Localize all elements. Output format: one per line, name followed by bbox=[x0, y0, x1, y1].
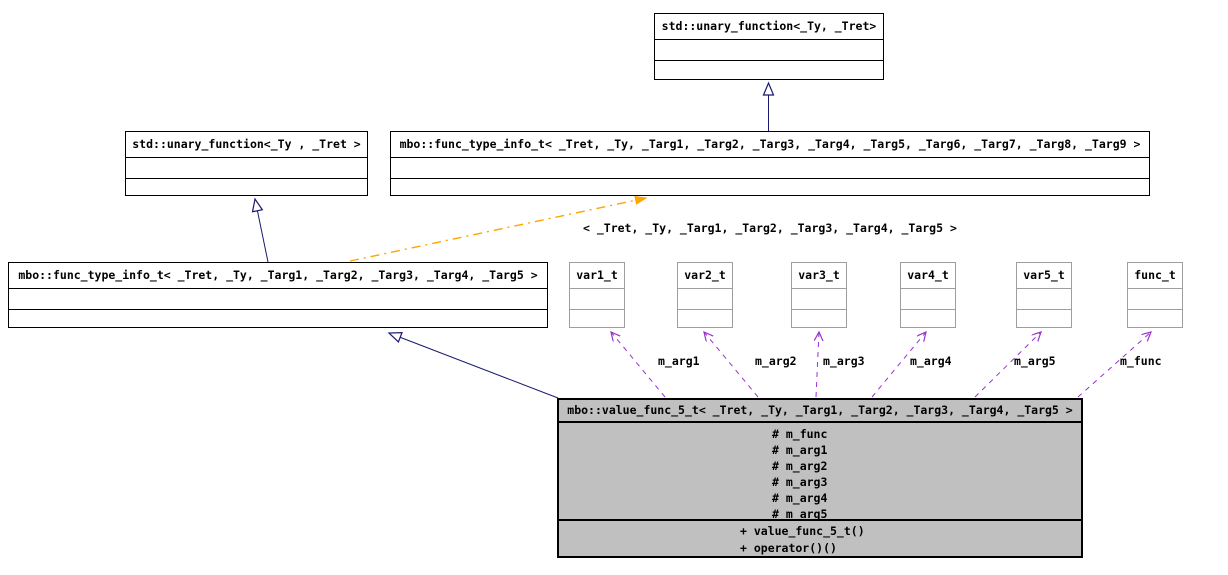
class-node-std-unary-function-left[interactable]: std::unary_function<_Ty , _Tret > bbox=[125, 131, 368, 196]
class-node-var3-t[interactable]: var3_t bbox=[791, 262, 847, 328]
class-node-var2-t[interactable]: var2_t bbox=[677, 262, 733, 328]
attributes-compartment: # m_func # m_arg1 # m_arg2 # m_arg3 # m_… bbox=[559, 423, 1081, 521]
attribute-m-arg1: # m_arg1 bbox=[772, 443, 828, 457]
class-title: var5_t bbox=[1017, 263, 1071, 289]
attributes-compartment bbox=[9, 289, 547, 310]
class-node-var5-t[interactable]: var5_t bbox=[1016, 262, 1072, 328]
usage-edge-label-m-arg1: m_arg1 bbox=[658, 354, 700, 368]
attributes-compartment bbox=[1017, 289, 1071, 310]
usage-edge-label-m-func: m_func bbox=[1120, 354, 1162, 368]
class-title: var3_t bbox=[792, 263, 846, 289]
attributes-compartment bbox=[570, 289, 624, 310]
attributes-compartment bbox=[1128, 289, 1182, 310]
attributes-compartment bbox=[901, 289, 955, 310]
usage-edge-m-func bbox=[1077, 332, 1151, 398]
attribute-m-arg4: # m_arg4 bbox=[772, 491, 828, 505]
usage-edge-label-m-arg4: m_arg4 bbox=[910, 354, 952, 368]
attributes-compartment bbox=[391, 158, 1149, 179]
method-constructor: + value_func_5_t() bbox=[740, 524, 865, 538]
usage-edge-m-arg3 bbox=[816, 332, 819, 398]
usage-edge-m-arg1 bbox=[611, 332, 666, 398]
class-node-func-t[interactable]: func_t bbox=[1127, 262, 1183, 328]
class-node-func-type-info-t-7[interactable]: mbo::func_type_info_t< _Tret, _Ty, _Targ… bbox=[8, 262, 548, 328]
template-instance-edge bbox=[349, 198, 646, 262]
class-node-var4-t[interactable]: var4_t bbox=[900, 262, 956, 328]
template-args-edge-label: < _Tret, _Ty, _Targ1, _Targ2, _Targ3, _T… bbox=[583, 221, 957, 235]
attributes-compartment bbox=[792, 289, 846, 310]
usage-edge-label-m-arg2: m_arg2 bbox=[755, 354, 797, 368]
class-title: std::unary_function<_Ty, _Tret> bbox=[655, 14, 883, 40]
class-node-func-type-info-t-11[interactable]: mbo::func_type_info_t< _Tret, _Ty, _Targ… bbox=[390, 131, 1150, 196]
inheritance-edge-valuefunc-to-functypeinfo7 bbox=[387, 332, 559, 399]
class-title: var1_t bbox=[570, 263, 624, 289]
class-node-std-unary-function-top[interactable]: std::unary_function<_Ty, _Tret> bbox=[654, 13, 884, 80]
method-operator-call: + operator()() bbox=[740, 541, 837, 555]
methods-compartment: + value_func_5_t() + operator()() bbox=[559, 521, 1081, 557]
class-node-value-func-5-t[interactable]: mbo::value_func_5_t< _Tret, _Ty, _Targ1,… bbox=[557, 398, 1083, 558]
inheritance-edge-functypeinfo7-to-stdunaryleft bbox=[251, 197, 269, 263]
attributes-compartment bbox=[655, 40, 883, 61]
usage-edge-m-arg2 bbox=[704, 332, 759, 398]
attributes-compartment bbox=[126, 158, 367, 179]
attribute-m-arg3: # m_arg3 bbox=[772, 475, 828, 489]
attribute-m-func: # m_func bbox=[772, 427, 828, 441]
class-title: mbo::func_type_info_t< _Tret, _Ty, _Targ… bbox=[391, 132, 1149, 158]
class-title: mbo::value_func_5_t< _Tret, _Ty, _Targ1,… bbox=[559, 400, 1081, 423]
usage-edge-label-m-arg3: m_arg3 bbox=[823, 354, 865, 368]
class-title: var2_t bbox=[678, 263, 732, 289]
attribute-m-arg2: # m_arg2 bbox=[772, 459, 828, 473]
class-title: var4_t bbox=[901, 263, 955, 289]
usage-edge-label-m-arg5: m_arg5 bbox=[1014, 354, 1056, 368]
class-title: mbo::func_type_info_t< _Tret, _Ty, _Targ… bbox=[9, 263, 547, 289]
class-node-var1-t[interactable]: var1_t bbox=[569, 262, 625, 328]
usage-edge-m-arg4 bbox=[871, 332, 926, 398]
attributes-compartment bbox=[678, 289, 732, 310]
class-title: std::unary_function<_Ty , _Tret > bbox=[126, 132, 367, 158]
attribute-m-arg5: # m_arg5 bbox=[772, 507, 828, 521]
class-title: func_t bbox=[1128, 263, 1182, 289]
